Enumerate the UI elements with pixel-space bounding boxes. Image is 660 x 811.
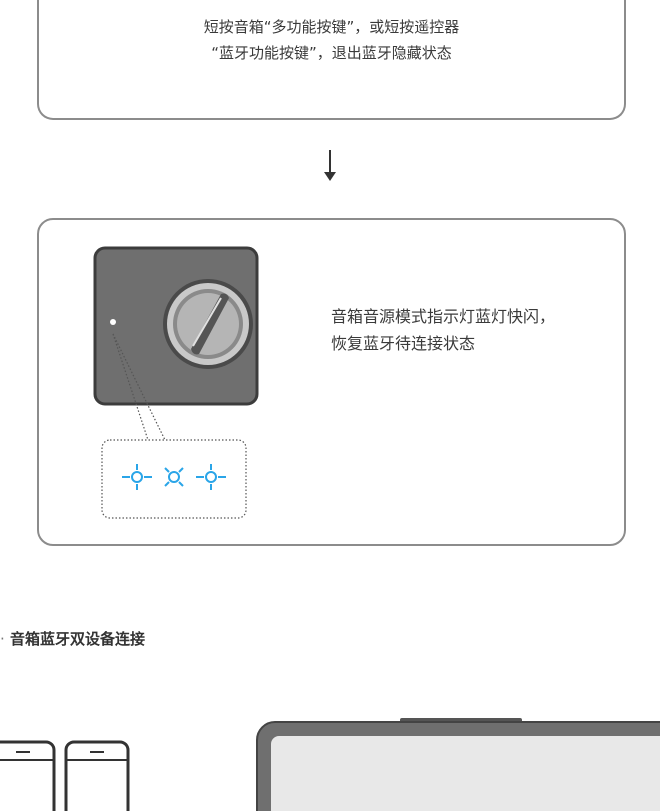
indicator-zoom-bubble [101, 333, 247, 519]
section-title-text: 音箱蓝牙双设备连接 [10, 630, 146, 648]
status-description: 音箱音源模式指示灯蓝灯快闪， 恢复蓝牙待连接状态 [331, 303, 555, 357]
speaker-device-illustration [93, 246, 259, 406]
status-line-2: 恢复蓝牙待连接状态 [331, 334, 476, 353]
section-heading: · 音箱蓝牙双设备连接 [0, 628, 145, 649]
indicator-light-dot [110, 319, 116, 325]
down-arrow-icon [324, 150, 336, 181]
tablet-illustration [256, 718, 660, 811]
phone-icon [64, 740, 130, 811]
light-on-icon [196, 464, 226, 490]
instruction-line-1: 短按音箱“多功能按键”，或短按遥控器 [203, 18, 460, 36]
light-on-icon [122, 464, 152, 490]
phone-icon [0, 740, 56, 811]
section-bullet: · [0, 630, 5, 648]
instruction-box-exit-hidden: 短按音箱“多功能按键”，或短按遥控器 “蓝牙功能按键”，退出蓝牙隐藏状态 [37, 0, 626, 120]
instruction-text: 短按音箱“多功能按键”，或短按遥控器 “蓝牙功能按键”，退出蓝牙隐藏状态 [39, 14, 624, 66]
status-line-1: 音箱音源模式指示灯蓝灯快闪， [331, 307, 556, 326]
light-off-icon [164, 467, 184, 487]
phones-illustration [0, 740, 130, 811]
instruction-line-2: “蓝牙功能按键”，退出蓝牙隐藏状态 [211, 44, 452, 62]
multifunction-knob-icon [163, 279, 253, 369]
